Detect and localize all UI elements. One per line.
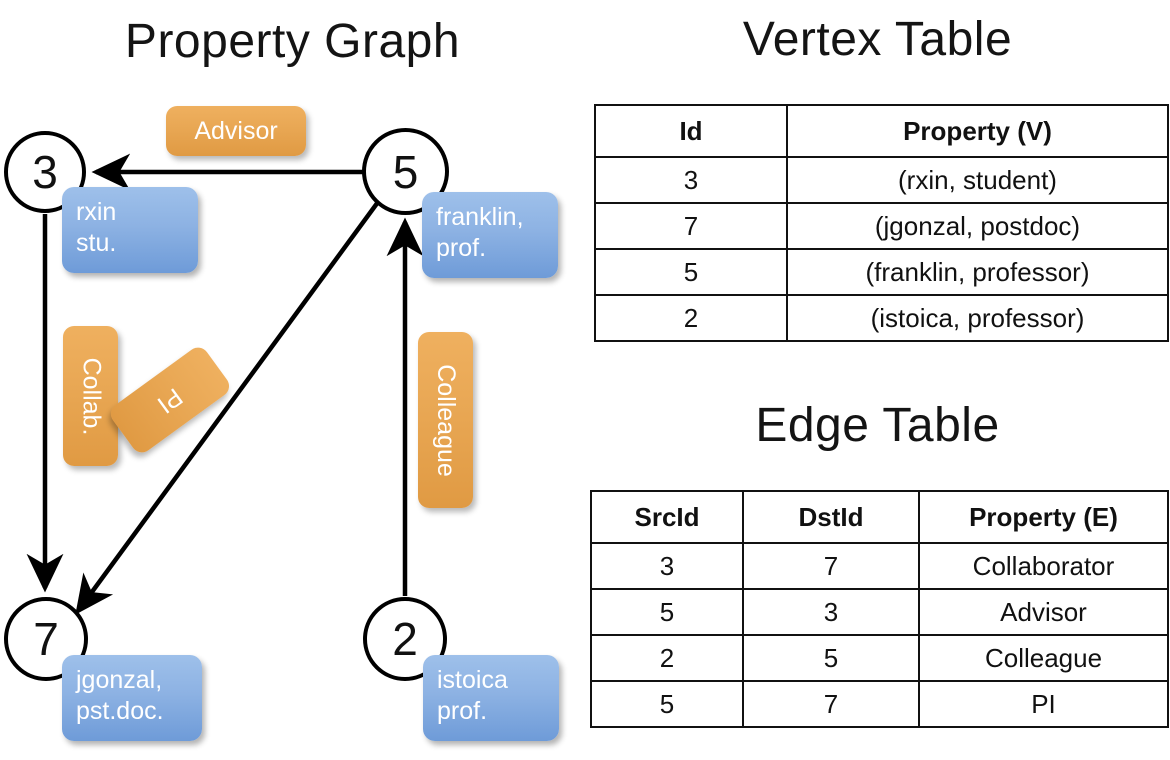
node-property-rxin[interactable]: rxin stu. [62, 187, 198, 273]
node-property-istoica-line1: istoica [437, 666, 508, 694]
edge-cell-srcid: 5 [590, 680, 744, 728]
table-row[interactable]: 5 (franklin, professor) [594, 248, 1169, 296]
edge-cell-srcid: 2 [590, 634, 744, 682]
node-property-rxin-line1: rxin [76, 198, 117, 226]
edge-cell-dstid: 7 [742, 680, 920, 728]
edge-label-collab[interactable]: Collab. [63, 326, 118, 466]
table-row[interactable]: 5 3 Advisor [590, 588, 1169, 636]
edge-label-collab-text: Collab. [77, 357, 106, 435]
vertex-cell-property: (franklin, professor) [786, 248, 1169, 296]
node-property-franklin-line2: prof. [436, 233, 487, 262]
graph-edge-arrows [26, 153, 424, 615]
node-property-jgonzal-line1: jgonzal, [76, 666, 163, 694]
edge-table-header-dstid: DstId [742, 490, 920, 544]
edge-cell-property: Advisor [918, 588, 1169, 636]
node-property-rxin-line2: stu. [76, 228, 117, 257]
vertex-cell-id: 3 [594, 156, 788, 204]
property-graph-diagram: 3 5 7 2 rxin stu. franklin, prof. jgonza… [4, 106, 559, 741]
vertex-table-header-id: Id [594, 104, 788, 158]
page-title-property-graph: Property Graph [124, 15, 461, 68]
edge-cell-property: PI [918, 680, 1169, 728]
edge-label-advisor[interactable]: Advisor [166, 106, 306, 156]
node-property-jgonzal-line2: pst.doc. [76, 696, 164, 725]
edge-cell-property: Collaborator [918, 542, 1169, 590]
edge-table: SrcId DstId Property (E) 3 7 Collaborato… [590, 490, 1169, 728]
edge-table-header-property: Property (E) [918, 490, 1169, 544]
edge-cell-dstid: 5 [742, 634, 920, 682]
node-property-jgonzal[interactable]: jgonzal, pst.doc. [62, 655, 202, 741]
table-row[interactable]: 7 (jgonzal, postdoc) [594, 202, 1169, 250]
edge-label-advisor-text: Advisor [194, 116, 278, 145]
table-row[interactable]: 3 (rxin, student) [594, 156, 1169, 204]
edge-arrow-5-to-7 [75, 200, 380, 615]
node-property-franklin[interactable]: franklin, prof. [422, 192, 558, 278]
node-property-franklin-line1: franklin, [436, 203, 524, 231]
edge-cell-dstid: 3 [742, 588, 920, 636]
table-row[interactable]: 2 (istoica, professor) [594, 294, 1169, 342]
page-title-edge-table: Edge Table [755, 399, 1000, 452]
vertex-cell-property: (jgonzal, postdoc) [786, 202, 1169, 250]
node-property-istoica[interactable]: istoica prof. [423, 655, 559, 741]
table-row[interactable]: 5 7 PI [590, 680, 1169, 728]
edge-cell-srcid: 3 [590, 542, 744, 590]
vertex-table-header-property: Property (V) [786, 104, 1169, 158]
vertex-cell-property: (istoica, professor) [786, 294, 1169, 342]
edge-cell-property: Colleague [918, 634, 1169, 682]
edge-cell-dstid: 7 [742, 542, 920, 590]
edge-label-pi-text: PI [152, 382, 189, 419]
vertex-cell-id: 5 [594, 248, 788, 296]
graph-node-5[interactable]: 5 [362, 128, 449, 215]
vertex-cell-id: 7 [594, 202, 788, 250]
table-row[interactable]: 3 7 Collaborator [590, 542, 1169, 590]
vertex-table-header-row: Id Property (V) [594, 104, 1169, 158]
node-property-istoica-line2: prof. [437, 696, 488, 725]
vertex-cell-id: 2 [594, 294, 788, 342]
page-title-vertex-table: Vertex Table [742, 13, 1013, 66]
edge-table-header-srcid: SrcId [590, 490, 744, 544]
edge-cell-srcid: 5 [590, 588, 744, 636]
edge-table-header-row: SrcId DstId Property (E) [590, 490, 1169, 544]
edge-label-colleague[interactable]: Colleague [418, 332, 473, 508]
vertex-table: Id Property (V) 3 (rxin, student) 7 (jgo… [594, 104, 1169, 342]
graph-node-2[interactable]: 2 [363, 597, 447, 681]
vertex-cell-property: (rxin, student) [786, 156, 1169, 204]
edge-label-colleague-text: Colleague [432, 363, 460, 477]
table-row[interactable]: 2 5 Colleague [590, 634, 1169, 682]
